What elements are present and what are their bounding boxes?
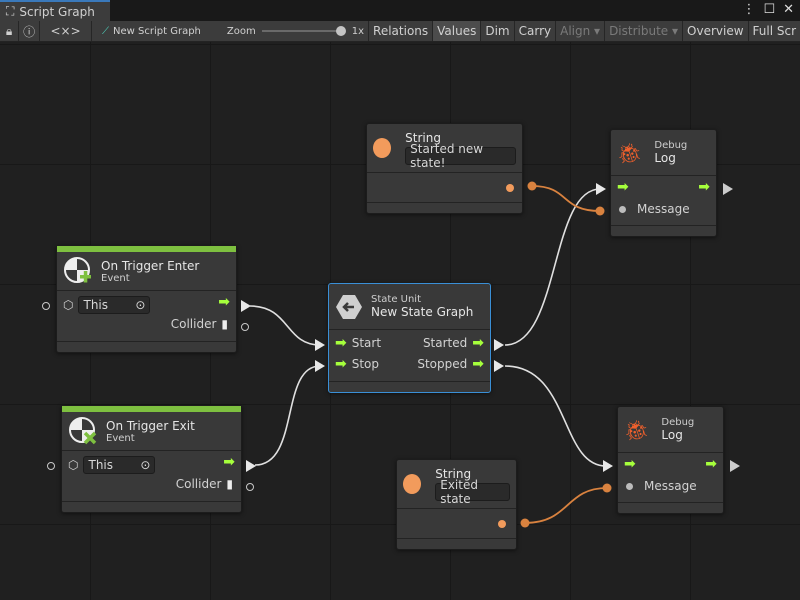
start-input-port[interactable] bbox=[315, 339, 325, 351]
message-dot-icon bbox=[626, 482, 633, 490]
started-output-port[interactable] bbox=[494, 339, 504, 351]
flow-output-port[interactable] bbox=[246, 460, 256, 472]
message-label: Message bbox=[637, 202, 690, 216]
flow-in-arrow-icon: ➡ bbox=[624, 456, 636, 472]
flow-output-port[interactable] bbox=[241, 300, 251, 312]
stop-input-label: Stop bbox=[351, 357, 380, 371]
more-options-icon[interactable]: ⋮ bbox=[742, 2, 756, 17]
node-subtitle: Debug bbox=[661, 417, 695, 428]
string-icon bbox=[373, 138, 392, 158]
bug-icon: 🐞︎ bbox=[617, 140, 643, 165]
graph-asset-icon: ⟋ bbox=[102, 25, 110, 37]
state-unit-icon bbox=[336, 294, 362, 319]
tab-script-graph[interactable]: ⛶ Script Graph bbox=[0, 0, 110, 21]
flow-output-port[interactable] bbox=[723, 183, 733, 195]
collider-output-port[interactable] bbox=[241, 323, 249, 331]
zoom-slider[interactable] bbox=[261, 26, 346, 36]
relations-button[interactable]: Relations bbox=[369, 21, 434, 41]
distribute-dropdown[interactable]: Distribute ▾ bbox=[605, 21, 684, 41]
document-icon: ▮ bbox=[226, 477, 233, 491]
object-picker-icon[interactable]: ⊙ bbox=[140, 458, 151, 472]
node-subtitle: State Unit bbox=[371, 294, 422, 305]
target-field[interactable]: This⊙ bbox=[83, 456, 156, 474]
node-title: String bbox=[435, 467, 472, 481]
flow-out-arrow-icon: ➡ bbox=[223, 454, 235, 470]
message-dot-icon bbox=[619, 205, 626, 213]
object-picker-icon[interactable]: ⊙ bbox=[135, 298, 146, 312]
input-port[interactable] bbox=[47, 462, 55, 470]
string-output-port[interactable] bbox=[498, 520, 506, 528]
toolbar: 🔒︎ ⓘ <×> ⟋ New Script Graph Zoom 1x Rela… bbox=[0, 21, 800, 42]
trigger-enter-icon bbox=[64, 257, 91, 283]
flow-out-arrow-icon: ➡ bbox=[698, 179, 710, 195]
node-subtitle: Debug bbox=[654, 140, 688, 151]
event-bar bbox=[62, 406, 241, 412]
node-subtitle: Event bbox=[101, 272, 130, 284]
event-bar bbox=[57, 246, 236, 252]
dim-button[interactable]: Dim bbox=[481, 21, 515, 41]
node-subtitle: Event bbox=[106, 432, 135, 444]
stopped-output-port[interactable] bbox=[494, 360, 504, 372]
zoom-section: ⟋ New Script Graph Zoom 1x bbox=[92, 21, 370, 41]
zoom-value: 1x bbox=[351, 25, 365, 37]
fullscreen-button[interactable]: Full Scr bbox=[752, 24, 796, 38]
string-value-field[interactable]: Started new state! bbox=[405, 142, 516, 170]
document-icon: ▮ bbox=[221, 317, 228, 331]
started-output-label: Started bbox=[422, 336, 468, 350]
collider-output-port[interactable] bbox=[246, 483, 254, 491]
node-title: On Trigger Exit bbox=[106, 418, 195, 433]
node-title: On Trigger Enter bbox=[101, 258, 200, 273]
cube-icon: ⬡ bbox=[63, 298, 74, 312]
carry-button[interactable]: Carry bbox=[515, 21, 557, 41]
string-icon bbox=[403, 474, 422, 494]
bug-icon: 🐞︎ bbox=[624, 417, 650, 442]
node-title: String bbox=[405, 131, 441, 145]
graph-name[interactable]: New Script Graph bbox=[113, 25, 201, 37]
graph-hierarchy-icon: ⛶ bbox=[6, 4, 15, 18]
code-button[interactable]: <×> bbox=[40, 21, 93, 41]
flow-in-arrow-icon: ➡ bbox=[335, 335, 347, 351]
string-value-field[interactable]: Exited state bbox=[435, 478, 510, 506]
zoom-label: Zoom bbox=[226, 25, 256, 37]
overview-button[interactable]: Overview bbox=[683, 21, 749, 41]
string-output-port[interactable] bbox=[506, 184, 514, 192]
node-title: Log bbox=[654, 151, 676, 165]
trigger-exit-icon bbox=[69, 417, 97, 445]
info-button[interactable]: ⓘ bbox=[19, 21, 41, 41]
input-port[interactable] bbox=[42, 302, 50, 310]
flow-in-arrow-icon: ➡ bbox=[335, 356, 347, 372]
close-icon[interactable]: ✕ bbox=[783, 2, 794, 17]
stop-input-port[interactable] bbox=[315, 360, 325, 372]
flow-out-arrow-icon: ➡ bbox=[705, 456, 717, 472]
stopped-output-label: Stopped bbox=[417, 357, 468, 371]
flow-input-port[interactable] bbox=[603, 460, 613, 472]
start-input-label: Start bbox=[351, 336, 382, 350]
values-button[interactable]: Values bbox=[433, 21, 482, 41]
flow-input-port[interactable] bbox=[596, 183, 606, 195]
output-label: Collider bbox=[175, 477, 222, 491]
title-bar: ⛶ Script Graph ⋮ ☐ ✕ bbox=[0, 0, 800, 21]
flow-in-arrow-icon: ➡ bbox=[617, 179, 629, 195]
message-label: Message bbox=[644, 479, 697, 493]
flow-output-port[interactable] bbox=[730, 460, 740, 472]
output-label: Collider bbox=[170, 317, 217, 331]
target-field[interactable]: This⊙ bbox=[78, 296, 151, 314]
align-dropdown[interactable]: Align ▾ bbox=[556, 21, 606, 41]
flow-out-arrow-icon: ➡ bbox=[472, 335, 484, 351]
node-title: New State Graph bbox=[371, 305, 474, 319]
tab-title: Script Graph bbox=[19, 4, 95, 19]
cube-icon: ⬡ bbox=[68, 458, 79, 472]
flow-out-arrow-icon: ➡ bbox=[218, 294, 230, 310]
flow-out-arrow-icon: ➡ bbox=[472, 356, 484, 372]
node-title: Log bbox=[661, 428, 683, 442]
maximize-icon[interactable]: ☐ bbox=[763, 2, 776, 17]
lock-button[interactable]: 🔒︎ bbox=[0, 21, 20, 41]
